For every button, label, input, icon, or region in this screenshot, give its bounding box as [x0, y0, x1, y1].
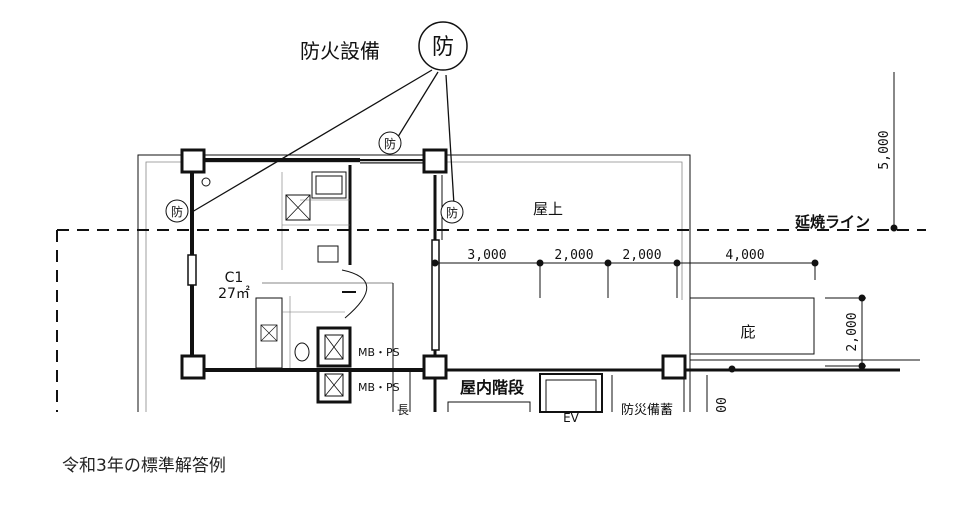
dimension-label: 2,000 — [554, 248, 593, 263]
legend-label: 防火設備 — [300, 39, 380, 63]
fire-line-label: 延焼ライン — [794, 213, 870, 231]
dimension-label-vertical: 00 — [715, 397, 730, 413]
room-indoor-stairs: 屋内階段 — [460, 378, 525, 397]
dimension-label-vertical: 5,000 — [877, 130, 892, 169]
room-disaster-storage: 防災備蓄 — [621, 402, 673, 418]
dimension-label-vertical: 2,000 — [845, 312, 860, 351]
caption: 令和3年の標準解答例 — [62, 456, 226, 476]
fire-equipment-marker: 防 — [171, 204, 183, 219]
legend-symbol: 防 — [432, 35, 454, 60]
room-elevator: EV — [563, 411, 580, 425]
room-rooftop: 屋上 — [533, 200, 563, 218]
legend-symbol-circle — [418, 21, 468, 71]
room-c1-area: 27㎡ — [218, 286, 250, 302]
room-corridor: 長 — [397, 403, 409, 417]
dimension-label: 4,000 — [725, 248, 764, 263]
fire-equipment-marker: 防 — [384, 136, 396, 151]
room-mbps-2: MB・PS — [358, 381, 400, 394]
dimension-label: 2,000 — [622, 248, 661, 263]
floor-plan-diagram: 防火設備 防 防 防 防 C1 27㎡ 屋上 庇 屋内階段 MB・PS MB・P… — [56, 21, 926, 425]
fire-spread-line — [56, 229, 926, 412]
fire-equipment-marker: 防 — [446, 205, 458, 220]
outer-boundary — [137, 154, 691, 412]
room-eaves: 庇 — [740, 323, 755, 341]
eaves-outline — [689, 297, 815, 355]
room-c1-name: C1 — [225, 270, 244, 286]
dimension-label: 3,000 — [467, 248, 506, 263]
room-mbps-1: MB・PS — [358, 346, 400, 359]
